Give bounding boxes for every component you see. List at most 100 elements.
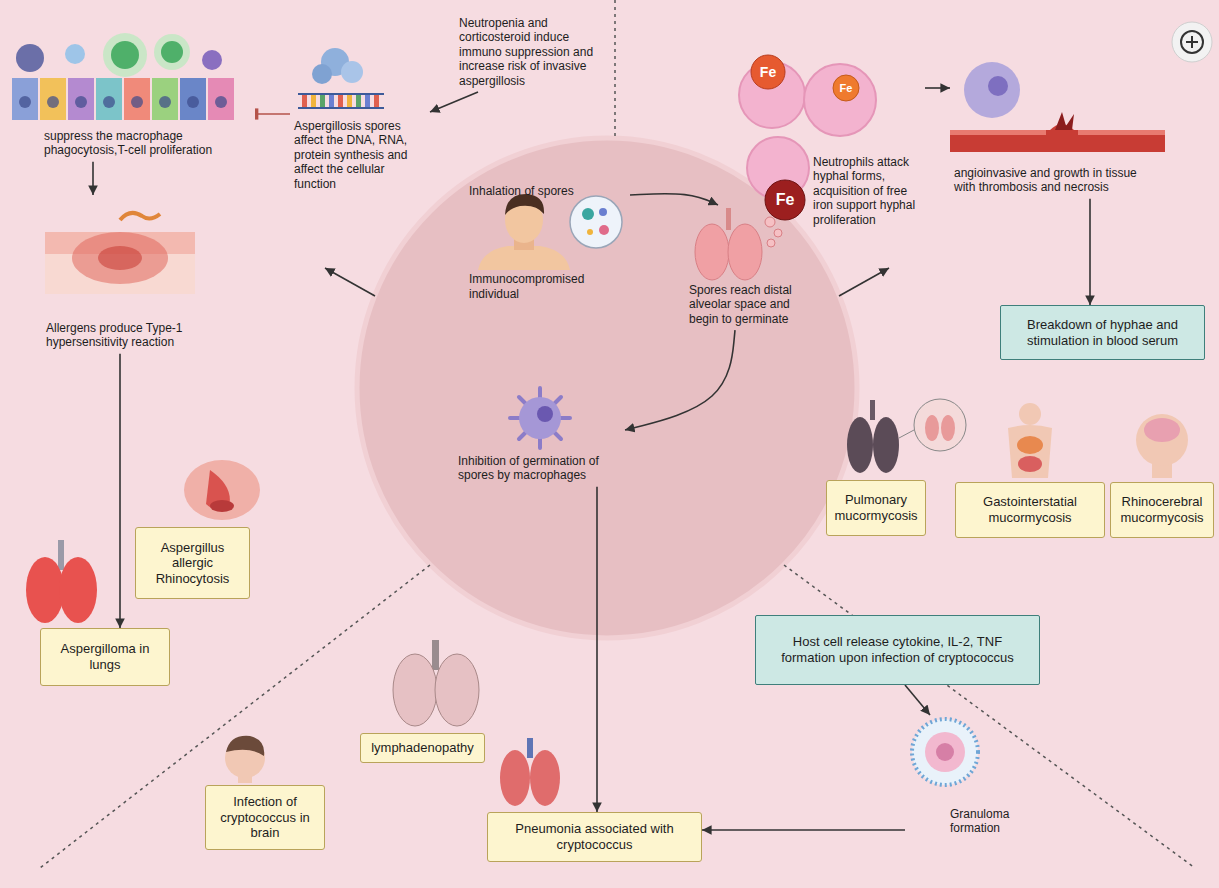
epithelial-cell <box>124 78 150 120</box>
cell-nucleus <box>537 406 553 422</box>
lung-icon <box>435 654 479 726</box>
flow-arrow <box>625 330 735 430</box>
lung-icon <box>26 557 64 623</box>
alveolus <box>765 217 775 227</box>
zoom-button <box>1172 22 1212 62</box>
flow-arrow <box>630 194 718 205</box>
box-label: Breakdown of hyphae and stimulation in b… <box>1009 317 1196 348</box>
lung-icon <box>873 417 899 473</box>
flow-arrow <box>596 487 598 812</box>
step-text: Inhibition of germination of spores by m… <box>458 454 621 483</box>
process-step: Neutrophils attack hyphal forms, acquisi… <box>725 50 925 231</box>
flow-arrow <box>430 92 478 112</box>
dna-rung <box>302 95 307 107</box>
dna-rung <box>338 95 343 107</box>
process-step: Inhibition of germination of spores by m… <box>450 382 625 487</box>
cell-nucleus <box>131 96 143 108</box>
outcome-box: Pneumonia associated with cryptococcus <box>487 812 702 862</box>
flow-arrow <box>925 87 950 89</box>
blood-vessel <box>1078 130 1165 135</box>
outcome-box: Infection of cryptococcus in brain <box>205 785 325 850</box>
flow-arrow <box>1089 199 1091 305</box>
epithelial-cell <box>208 78 234 120</box>
process-box: Host cell release cytokine, IL-2, TNF fo… <box>755 615 1040 685</box>
body-icon <box>1008 425 1052 478</box>
process-step: Allergens produce Type-1 hypersensitivit… <box>40 195 205 354</box>
process-step: Aspergillosis spores affect the DNA, RNA… <box>290 45 430 195</box>
outcome-box: Rhinocerebral mucormycosis <box>1110 482 1214 538</box>
element-symbol: Fe <box>776 192 795 208</box>
iron-dot <box>833 75 859 101</box>
cell-nucleus <box>19 96 31 108</box>
epithelial-cell <box>12 78 38 120</box>
epithelial-cell <box>96 78 122 120</box>
lung-icon <box>941 415 955 441</box>
process-step: angioinvasive and growth in tissue with … <box>950 60 1165 199</box>
step-text: Inhalation of spores <box>469 184 626 198</box>
fungal-cell <box>964 62 1020 118</box>
cell-nucleus <box>159 96 171 108</box>
inflammation <box>98 246 142 270</box>
step-text: Spores reach distal alveolar space and b… <box>689 283 803 326</box>
process-step: Neutropenia and corticosteroid induce im… <box>455 12 613 92</box>
brain-icon <box>1144 418 1180 442</box>
dna-strand <box>298 93 384 95</box>
granuloma-icon <box>912 719 978 785</box>
divider-line <box>784 565 1195 868</box>
box-label: Infection of cryptococcus in brain <box>212 794 318 841</box>
ribosome-icon <box>341 61 363 83</box>
immune-cell <box>161 41 183 63</box>
process-step: Inhalation of sporesImmunocompromised in… <box>465 180 630 305</box>
process-step: Spores reach distal alveolar space and b… <box>685 205 807 330</box>
outcome-box: Pulmonary mucormycosis <box>826 480 926 536</box>
branch-arrow <box>325 268 375 296</box>
macrophage-icon <box>510 388 570 448</box>
box-label: Aspergillus allergic Rhinocytosis <box>142 540 243 587</box>
dna-rung <box>374 95 379 107</box>
lung-icon <box>925 415 939 441</box>
trachea <box>432 640 439 670</box>
flow-arrow <box>119 354 121 628</box>
step-text: suppress the macrophage phagocytosis,T-c… <box>44 129 251 158</box>
divider-line <box>40 565 430 868</box>
dna-rung <box>365 95 370 107</box>
cell-nucleus <box>47 96 59 108</box>
iron-dot <box>751 55 785 89</box>
cell-nucleus <box>988 76 1008 96</box>
iron-dot <box>765 180 805 220</box>
head-icon <box>1136 414 1188 466</box>
process-box: Breakdown of hyphae and stimulation in b… <box>1000 305 1205 360</box>
box-label: Rhinocerebral mucormycosis <box>1116 494 1208 525</box>
outcome-box: Gastointerstatial mucormycosis <box>955 482 1105 538</box>
box-label: Aspergilloma in lungs <box>47 641 163 672</box>
lung-icon <box>695 224 729 280</box>
zoom-icon <box>1186 36 1198 48</box>
dna-rung <box>320 95 325 107</box>
fungus-icon <box>120 213 160 220</box>
box-label: Pulmonary mucormycosis <box>832 492 920 523</box>
epithelial-cell <box>180 78 206 120</box>
spore <box>599 208 607 216</box>
alveolus <box>774 229 782 237</box>
trachea <box>58 540 64 570</box>
zoom-line <box>899 430 914 438</box>
flow-arrow <box>905 685 930 715</box>
granuloma-icon <box>925 732 965 772</box>
immune-cell <box>111 41 139 69</box>
outcome-box: Aspergilloma in lungs <box>40 628 170 686</box>
spore-bubble <box>570 196 622 248</box>
trachea <box>527 738 533 758</box>
zoom-bubble <box>914 399 966 451</box>
lung-icon <box>500 750 530 806</box>
dna-rung <box>329 95 334 107</box>
outcome-box: Aspergillus allergic Rhinocytosis <box>135 527 250 599</box>
step-text: Granuloma formation <box>950 807 1041 836</box>
box-label: Pneumonia associated with cryptococcus <box>496 821 693 852</box>
spore <box>599 225 609 235</box>
macrophage-icon <box>519 397 561 439</box>
cell-nucleus <box>75 96 87 108</box>
inhibition-line <box>255 113 290 115</box>
flow-arrow <box>92 162 94 195</box>
body-icon <box>1019 403 1041 425</box>
cell-nucleus <box>215 96 227 108</box>
